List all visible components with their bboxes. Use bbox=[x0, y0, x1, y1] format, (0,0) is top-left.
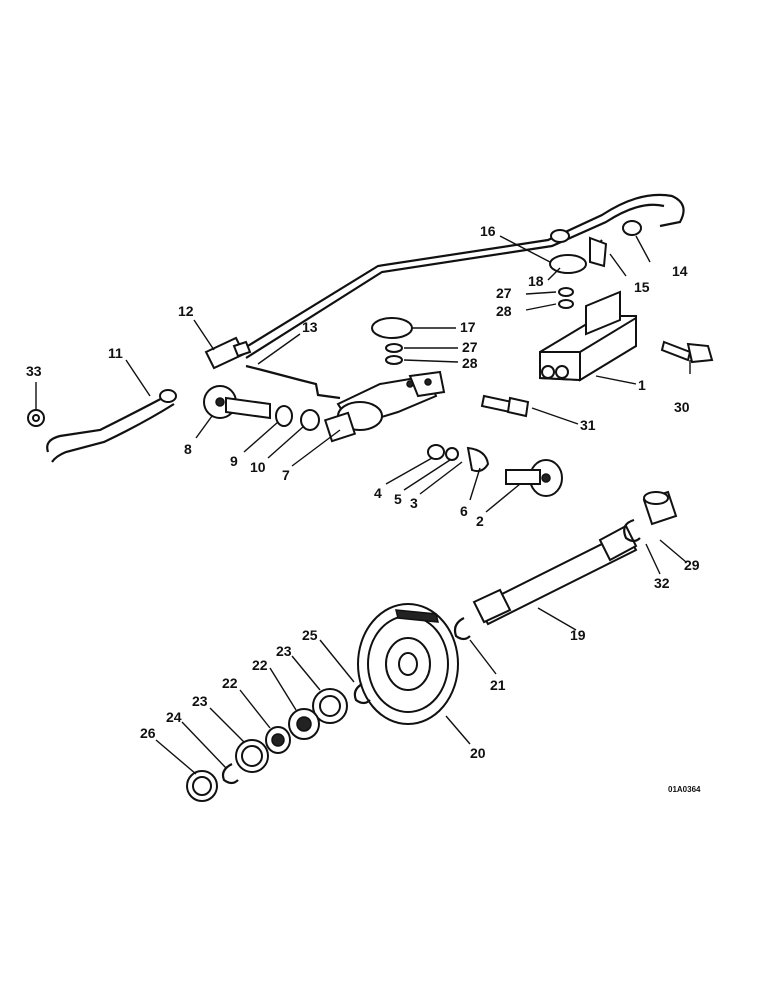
callout-10: 10 bbox=[250, 459, 266, 475]
figure-code: 01A0364 bbox=[668, 785, 701, 794]
cover-16 bbox=[549, 254, 587, 274]
washers-27-28-left bbox=[385, 343, 403, 365]
callout-17: 17 bbox=[460, 319, 476, 335]
callout-7: 7 bbox=[282, 467, 290, 483]
callout-2: 2 bbox=[476, 513, 484, 529]
callout-9: 9 bbox=[230, 453, 238, 469]
snap-ring-21 bbox=[453, 617, 471, 641]
callout-21: 21 bbox=[490, 677, 506, 693]
callout-33: 33 bbox=[26, 363, 42, 379]
callout-25: 25 bbox=[302, 627, 318, 643]
washers-27-28-right bbox=[558, 287, 574, 309]
callout-15: 15 bbox=[634, 279, 650, 295]
tube-fitting-12 bbox=[204, 336, 252, 370]
callout-27-left: 27 bbox=[462, 339, 478, 355]
callout-12: 12 bbox=[178, 303, 194, 319]
callout-29: 29 bbox=[684, 557, 700, 573]
callout-22-upper: 22 bbox=[252, 657, 268, 673]
callout-5: 5 bbox=[394, 491, 402, 507]
washer-23-lower bbox=[235, 739, 269, 773]
callout-28-left: 28 bbox=[462, 355, 478, 371]
callout-labels: 33 11 12 13 8 9 10 7 17 27 28 31 4 5 3 6… bbox=[26, 223, 700, 761]
bearing-22-lower bbox=[265, 726, 291, 754]
valve-body-7 bbox=[323, 370, 446, 443]
callout-31: 31 bbox=[580, 417, 596, 433]
callout-19: 19 bbox=[570, 627, 586, 643]
callout-27-right: 27 bbox=[496, 285, 512, 301]
callout-1: 1 bbox=[638, 377, 646, 393]
hydraulic-line-upper bbox=[237, 193, 685, 359]
callout-24: 24 bbox=[166, 709, 182, 725]
callout-28-right: 28 bbox=[496, 303, 512, 319]
nut-33 bbox=[27, 409, 45, 427]
callout-13: 13 bbox=[302, 319, 318, 335]
washer-23-upper bbox=[312, 688, 348, 724]
gear-20 bbox=[357, 603, 459, 725]
valve-block-1 bbox=[539, 290, 637, 382]
bolt-30 bbox=[660, 340, 714, 364]
callout-20: 20 bbox=[470, 745, 486, 761]
washer-26 bbox=[186, 770, 218, 802]
bolt-31 bbox=[480, 394, 530, 418]
snap-ring-32 bbox=[623, 518, 641, 543]
callout-26: 26 bbox=[140, 725, 156, 741]
lever-shaft-2 bbox=[427, 444, 563, 497]
callout-8: 8 bbox=[184, 441, 192, 457]
lever-shaft-8 bbox=[203, 385, 320, 431]
callout-22-lower: 22 bbox=[222, 675, 238, 691]
callout-32: 32 bbox=[654, 575, 670, 591]
callout-16: 16 bbox=[480, 223, 496, 239]
bushing-29 bbox=[642, 490, 678, 526]
callout-4: 4 bbox=[374, 485, 382, 501]
callout-6: 6 bbox=[460, 503, 468, 519]
callout-30: 30 bbox=[674, 399, 690, 415]
callout-18: 18 bbox=[528, 273, 544, 289]
callout-14: 14 bbox=[672, 263, 688, 279]
cover-17 bbox=[371, 317, 413, 339]
callout-23-lower: 23 bbox=[192, 693, 208, 709]
callout-11: 11 bbox=[108, 345, 123, 361]
snap-ring-24 bbox=[221, 763, 239, 785]
leader-lines bbox=[35, 235, 691, 775]
snap-ring-25 bbox=[353, 683, 371, 705]
callout-23-upper: 23 bbox=[276, 643, 292, 659]
bearing-22-upper bbox=[288, 708, 320, 740]
hydraulic-line-lower bbox=[46, 364, 341, 463]
shaft-19 bbox=[472, 524, 638, 626]
callout-3: 3 bbox=[410, 495, 418, 511]
